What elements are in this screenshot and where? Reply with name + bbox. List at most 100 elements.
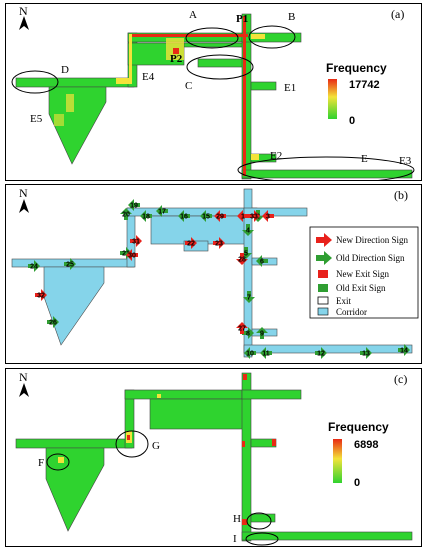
- heat-hotspots-a: [54, 16, 265, 176]
- signage-legend: New Direction Sign Old Direction Sign Ne…: [309, 226, 419, 319]
- sign-27: 27: [236, 322, 248, 334]
- legend-old-direction: Old Direction Sign: [336, 253, 405, 263]
- north-arrow-icon: [19, 16, 29, 30]
- sign-number: 21: [122, 251, 130, 258]
- highlight-ellipse-e: [237, 156, 415, 180]
- legend-new-direction-icon: [316, 233, 332, 247]
- sign-arrow-icon: [248, 210, 260, 222]
- sign-29: 29: [214, 210, 226, 222]
- highlight-ellipse-g: [115, 430, 149, 458]
- sign-arrow-icon: [128, 199, 140, 211]
- sign-arrow-icon: [260, 347, 272, 359]
- area-label-d: D: [61, 64, 69, 76]
- sign-32: 32: [35, 289, 47, 301]
- legend-exit: Exit: [336, 296, 351, 306]
- highlight-ellipse-c: [186, 54, 254, 80]
- point-label-p2: P2: [170, 53, 183, 65]
- sign-arrow-icon: [237, 210, 249, 222]
- sign-arrow-icon: [360, 347, 372, 359]
- sign-13: 13: [360, 347, 372, 359]
- sign-arrow-icon: [120, 208, 132, 220]
- sign-number: 20: [122, 212, 130, 219]
- sign-arrow-icon: [315, 347, 327, 359]
- sign-arrow-icon: [236, 322, 248, 334]
- sign-12: 12: [315, 347, 327, 359]
- panel-a-heatmap: N (a): [5, 3, 422, 181]
- sign-arrow-icon: [243, 291, 255, 303]
- sign-number: 31: [132, 239, 140, 246]
- sign-number: 4: [246, 228, 250, 235]
- legend-corridor: Corridor: [336, 307, 367, 317]
- frequency-min: 0: [349, 115, 355, 127]
- heat-hotspots-c: [58, 374, 276, 525]
- sign-number: 7: [247, 295, 251, 302]
- sign-number: 18: [142, 214, 150, 221]
- sign-number: 26: [49, 320, 57, 327]
- signage-b-svg: N (b) 1234567891011121314151617181920212…: [11, 186, 419, 359]
- sign-number: 15: [202, 214, 210, 221]
- sign-arrow-icon: [244, 347, 256, 359]
- sign-arrow-icon: [236, 253, 248, 265]
- point-label-p1: P1: [236, 13, 248, 25]
- sign-arrow-icon: [256, 327, 268, 339]
- frequency-max: 17742: [349, 79, 380, 91]
- sign-number: 8: [246, 331, 250, 338]
- sign-number: 12: [317, 351, 325, 358]
- sign-number: 11: [262, 351, 270, 358]
- frequency-legend-title: Frequency: [328, 420, 389, 434]
- sign-arrow-icon: [47, 316, 59, 328]
- legend-new-direction: New Direction Sign: [336, 235, 408, 245]
- frequency-min: 0: [354, 477, 360, 489]
- area-label-i: I: [233, 533, 237, 545]
- sign-number: 25: [66, 262, 74, 269]
- panel-tag-b: (b): [394, 188, 408, 202]
- sign-number: 32: [37, 293, 45, 300]
- frequency-colorbar: [333, 439, 342, 483]
- sign-23: 23: [213, 237, 225, 249]
- sign-8: 8: [242, 327, 254, 339]
- sign-arrow-icon: [213, 237, 225, 249]
- sign-arrow-icon: [214, 210, 226, 222]
- sign-number: 28: [238, 257, 246, 264]
- sign-arrow-icon: [242, 224, 254, 236]
- highlight-ellipse-a: [185, 27, 239, 49]
- sign-1: 1: [237, 210, 249, 222]
- exit-label-e1: E1: [284, 82, 296, 94]
- sign-arrow-icon: [262, 210, 274, 222]
- sign-26: 26: [47, 316, 59, 328]
- panel-c-heatmap: N (c) F: [5, 368, 422, 547]
- heat-corridors-a: [15, 13, 413, 180]
- sign-arrow-icon: [256, 255, 268, 267]
- sign-17: 17: [156, 205, 168, 217]
- sign-33: 33: [248, 210, 260, 222]
- sign-18: 18: [140, 210, 152, 222]
- panel-tag-c: (c): [394, 372, 407, 386]
- sign-4: 4: [242, 224, 254, 236]
- sign-number: 33: [250, 214, 258, 221]
- area-label-f: F: [38, 457, 44, 469]
- sign-arrow-icon: [140, 210, 152, 222]
- frequency-max: 6898: [354, 439, 378, 451]
- panel-b-signage: N (b) 1234567891011121314151617181920212…: [5, 184, 422, 364]
- legend-old-direction-icon: [316, 251, 332, 265]
- area-label-e: E: [361, 153, 368, 165]
- exit-label-e5: E5: [30, 113, 43, 125]
- sign-number: 1: [241, 214, 245, 221]
- frequency-colorbar: [328, 79, 337, 119]
- sign-arrow-icon: [130, 235, 142, 247]
- sign-arrow-icon: [398, 344, 410, 356]
- legend-old-exit: Old Exit Sign: [336, 283, 386, 293]
- sign-arrow-icon: [64, 258, 76, 270]
- north-arrow-icon: [19, 383, 29, 397]
- sign-arrow-icon: [178, 210, 190, 222]
- area-label-h: H: [233, 513, 241, 525]
- sign-number: 3: [266, 214, 270, 221]
- highlight-ellipse-d: [11, 70, 59, 94]
- sign-arrow-icon: [126, 249, 138, 261]
- exit-label-e2: E2: [270, 150, 282, 162]
- sign-number: 30: [128, 253, 136, 260]
- sign-3: 3: [262, 210, 274, 222]
- legend-new-exit: New Exit Sign: [336, 269, 389, 279]
- sign-number: 5: [244, 251, 248, 258]
- sign-number: 14: [400, 348, 408, 355]
